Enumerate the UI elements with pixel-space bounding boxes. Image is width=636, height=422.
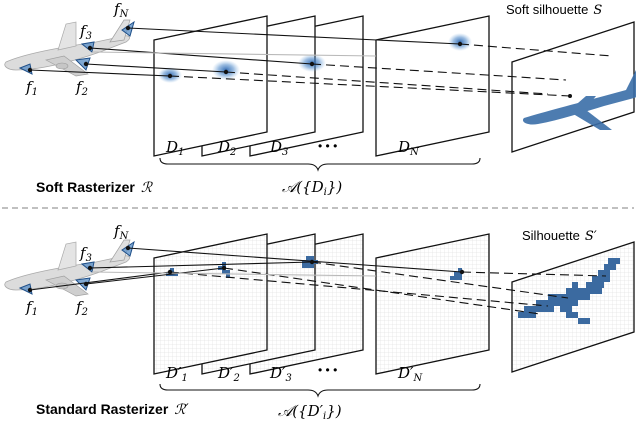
brace-top bbox=[159, 157, 481, 172]
ray-f3-top-dash bbox=[311, 63, 567, 81]
label-f3-bottom: f3 bbox=[79, 244, 92, 264]
label-aggregate-bottom: 𝒜({D′i}) bbox=[278, 402, 342, 422]
map-plane-d1-bottom bbox=[153, 233, 268, 375]
ray-fN-top-dash bbox=[459, 43, 613, 57]
ray-fN-bottom-dash bbox=[461, 271, 607, 277]
ray-f2-bottom bbox=[85, 267, 225, 285]
pixel-patch-dN bbox=[450, 268, 462, 280]
ray-f1-bottom bbox=[29, 271, 171, 291]
label-fN-top: fN bbox=[113, 0, 130, 20]
label-dN-bottom: D′N bbox=[397, 364, 423, 384]
ray-grey-bottom bbox=[91, 271, 377, 277]
label-dots-bottom: • • • bbox=[318, 363, 337, 377]
ray-f2-bottom-dash bbox=[223, 267, 541, 315]
map-plane-d1-top bbox=[153, 15, 268, 157]
label-f1-top: f1 bbox=[25, 78, 38, 98]
label-f3-top: f3 bbox=[79, 22, 92, 42]
ray-f3-bottom-dash bbox=[311, 261, 569, 299]
top-section: f1 f2 f3 fN D1 D2 D3 • • • DN 𝒜({Di}) So… bbox=[4, 0, 636, 198]
map-plane-dN-top bbox=[375, 15, 490, 157]
ray-f3-top bbox=[89, 47, 313, 65]
map-plane-dN-bottom bbox=[375, 233, 490, 375]
label-d3-bottom: D′3 bbox=[269, 364, 292, 384]
label-d2-top: D2 bbox=[217, 138, 236, 158]
label-fN-bottom: fN bbox=[113, 222, 130, 242]
label-f2-top: f2 bbox=[75, 78, 88, 98]
ray-f1-top bbox=[29, 69, 171, 77]
ray-fN-top bbox=[127, 27, 461, 45]
ray-f3-bottom bbox=[89, 261, 313, 269]
ray-f1-top-dash bbox=[169, 75, 571, 97]
ray-f1-bottom-dash bbox=[169, 271, 549, 307]
label-aggregate-top: 𝒜({Di}) bbox=[282, 178, 342, 198]
output-plane-top bbox=[511, 21, 635, 153]
label-dN-top: DN bbox=[397, 138, 420, 158]
label-d1-top: D1 bbox=[165, 138, 184, 158]
ray-f2-top bbox=[85, 63, 227, 73]
ray-f2-top-dash bbox=[225, 71, 549, 95]
label-d3-top: D3 bbox=[269, 138, 288, 158]
brace-bottom bbox=[159, 383, 481, 398]
ray-fN-bottom bbox=[127, 247, 463, 273]
bottom-section: f1 f2 f3 fN D′1 D′2 D′3 • • • D′N 𝒜({D′i… bbox=[4, 222, 635, 422]
label-f1-bottom: f1 bbox=[25, 298, 38, 318]
ray-grey-top bbox=[91, 51, 377, 57]
label-d1-bottom: D′1 bbox=[165, 364, 188, 384]
label-dots-top: • • • bbox=[318, 139, 337, 153]
label-f2-bottom: f2 bbox=[75, 298, 88, 318]
label-d2-bottom: D′2 bbox=[217, 364, 240, 384]
